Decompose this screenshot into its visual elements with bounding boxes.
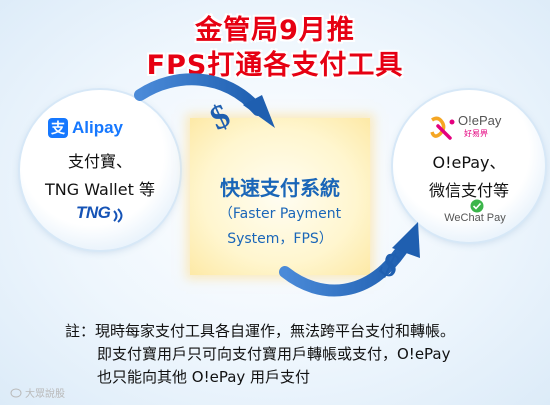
- alipay-icon: 支: [48, 118, 68, 138]
- left-circle-line-2: TNG Wallet 等: [45, 180, 155, 199]
- tng-wifi-icon: [113, 208, 123, 223]
- watermark-text: 大眾說股: [25, 389, 65, 400]
- fps-subtitle-1: （Faster Payment: [218, 206, 342, 222]
- tng-logo: TNG: [76, 203, 126, 223]
- bottom-arrow-head: [392, 222, 420, 258]
- fps-title: 快速支付系統: [220, 176, 340, 200]
- right-circle-line-2: 微信支付等: [428, 181, 509, 200]
- bottom-arrow: [279, 239, 411, 297]
- olepay-brand: O!ePay: [458, 113, 502, 128]
- left-circle-line-1: 支付寶、: [67, 152, 132, 171]
- tng-brand: TNG: [76, 203, 111, 222]
- note-line-1: 註：現時每家支付工具各自運作，無法跨平台支付和轉帳。: [65, 322, 456, 340]
- top-arrow-head: [243, 95, 275, 128]
- fps-subtitle-2: System，FPS）: [227, 231, 333, 247]
- wechat-pay-brand: WeChat Pay: [444, 212, 506, 224]
- watermark-icon: [10, 388, 22, 397]
- alipay-brand: Alipay: [72, 118, 124, 137]
- left-circle: [20, 90, 180, 250]
- alipay-logo: 支 Alipay: [48, 117, 123, 139]
- right-circle-line-1: O!ePay、: [432, 153, 506, 172]
- note-line-2: 即支付寶用戶只可向支付寶用戶轉帳或支付，O!ePay: [97, 345, 451, 363]
- top-arrow: [134, 73, 264, 116]
- wechat-pay-icon: [470, 199, 484, 213]
- right-circle: [393, 90, 545, 242]
- watermark: 大眾說股: [10, 385, 65, 400]
- olepay-sub-brand: 好易畀: [464, 129, 488, 138]
- fps-center-box: [190, 118, 370, 275]
- title-line-1: 金管局9月推: [195, 15, 355, 46]
- olepay-icon: [430, 116, 455, 140]
- note-line-3: 也只能向其他 O!ePay 用戶支付: [97, 368, 311, 386]
